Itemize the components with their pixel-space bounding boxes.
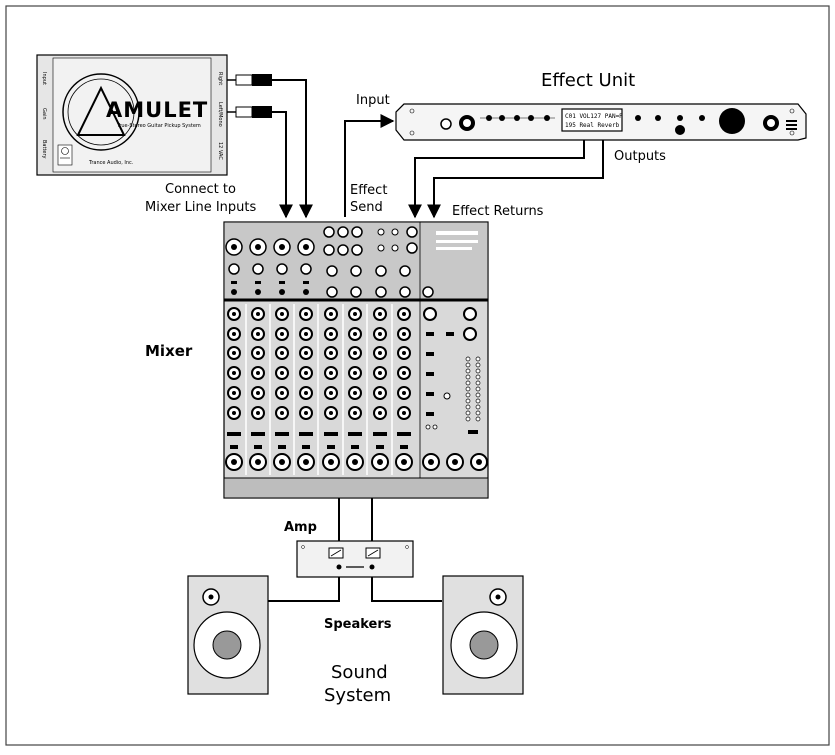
- effect-return-cables: [408, 140, 604, 219]
- effect-display-line2: 195 Real Reverb: [565, 122, 620, 129]
- effect-display-line1: C01 VOL127 PAN=P: [565, 113, 623, 120]
- amulet-pickup-box: AMULET True-Stereo Guitar Pickup System …: [36, 54, 228, 176]
- connect-label-2: Mixer Line Inputs: [145, 200, 256, 215]
- effect-send-label-1: Effect: [350, 183, 387, 198]
- line-input-cables: [272, 79, 313, 219]
- speakers-label: Speakers: [324, 617, 392, 632]
- effect-send-label-2: Send: [350, 200, 383, 215]
- outputs-label: Outputs: [614, 149, 666, 164]
- mixer: [223, 221, 489, 499]
- amp-cables: [338, 498, 373, 541]
- effect-send-cable: [344, 114, 395, 217]
- effect-unit: C01 VOL127 PAN=P 195 Real Reverb: [395, 103, 807, 141]
- speaker-cables: [268, 577, 442, 602]
- amp-label: Amp: [284, 520, 317, 535]
- connect-label-1: Connect to: [165, 182, 236, 197]
- sound-system-label-1: Sound: [331, 662, 388, 683]
- left-speaker: [187, 575, 269, 695]
- amulet-side-battery: Battery: [41, 140, 47, 159]
- effect-returns-label: Effect Returns: [452, 204, 544, 219]
- effect-unit-title: Effect Unit: [541, 70, 635, 91]
- amulet-side-leftmono: Left/Mono: [217, 102, 223, 127]
- right-speaker: [442, 575, 524, 695]
- mixer-label: Mixer: [145, 342, 193, 360]
- amulet-plugs: [227, 74, 272, 118]
- amulet-seal-icon: [57, 144, 73, 166]
- amulet-side-right: Right: [217, 72, 223, 85]
- amulet-logo-icon: [62, 73, 140, 151]
- effect-display: [561, 108, 623, 132]
- sound-system-label-2: System: [324, 685, 391, 706]
- amulet-side-12vac: 12 VAC: [217, 142, 223, 160]
- input-label: Input: [356, 93, 390, 108]
- amp: [296, 540, 414, 578]
- amulet-tagline: True-Stereo Guitar Pickup System: [116, 123, 201, 129]
- amulet-brand: AMULET: [106, 98, 208, 122]
- amulet-side-gain: Gain: [41, 108, 47, 120]
- amulet-maker: Trance Audio, Inc.: [88, 160, 134, 166]
- amulet-side-input: Input: [41, 72, 47, 85]
- page-frame: [5, 5, 830, 746]
